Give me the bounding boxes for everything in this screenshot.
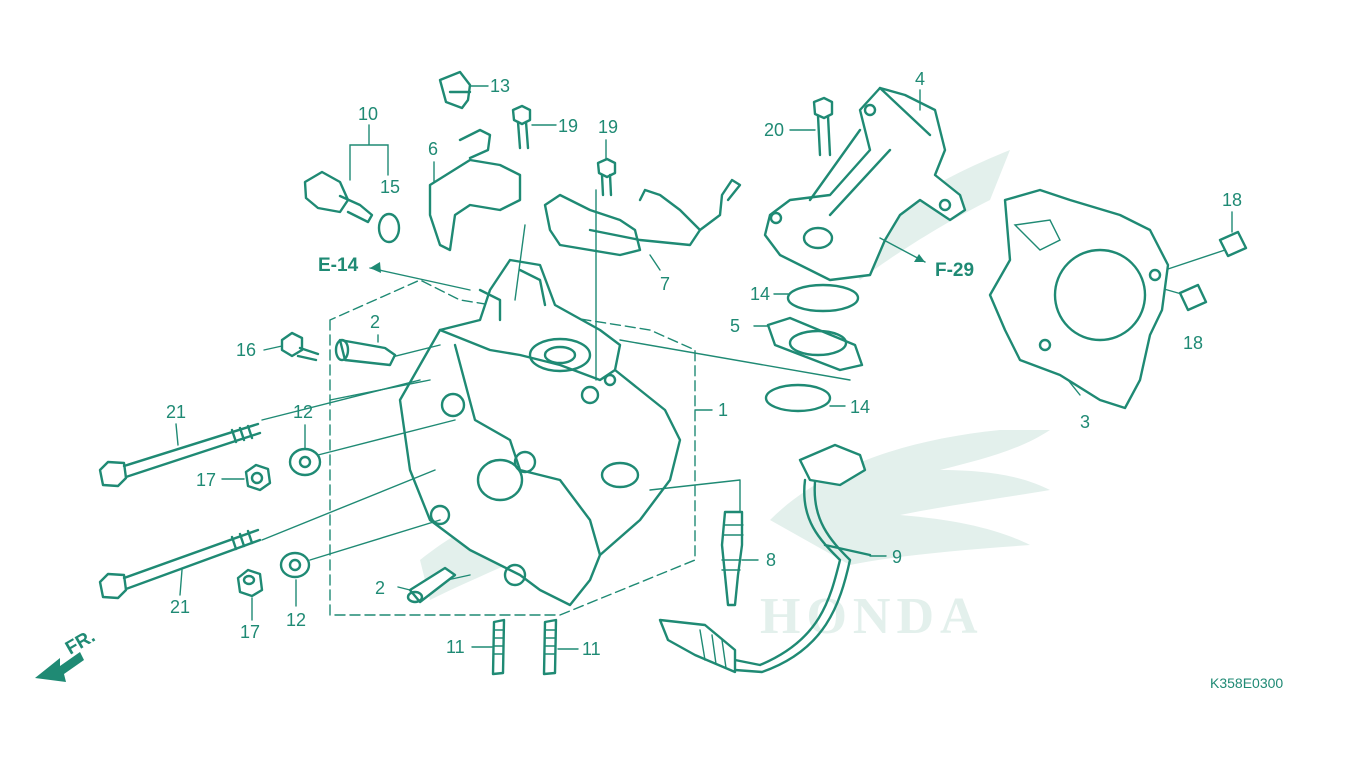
front-direction-arrow: FR. <box>35 626 99 682</box>
callout-15: 15 <box>380 177 400 197</box>
honda-watermark-text: HONDA <box>760 588 984 645</box>
callout-3: 3 <box>1080 412 1090 432</box>
callout-8: 8 <box>766 550 776 570</box>
callout-16: 16 <box>236 340 256 360</box>
bolt-19-left <box>511 104 532 150</box>
dowel-18-lower <box>1178 283 1208 312</box>
bracket-6 <box>428 128 522 252</box>
reference-f29-label: F-29 <box>935 260 974 281</box>
callout-2-lower: 2 <box>375 578 385 598</box>
cylinder-head <box>398 258 682 607</box>
temperature-sensor-9 <box>658 443 872 674</box>
callout-9: 9 <box>892 547 902 567</box>
washer-upper <box>288 447 322 477</box>
washer-lower <box>279 551 311 579</box>
callout-labels: 1 2 2 3 4 5 6 7 8 9 10 11 11 12 12 13 14… <box>166 69 1242 659</box>
callout-5: 5 <box>730 316 740 336</box>
callout-11-left: 11 <box>446 637 465 657</box>
callout-12-lower: 12 <box>286 610 306 630</box>
dowel-18-upper <box>1218 230 1248 258</box>
reference-f29[interactable]: F-29 <box>879 237 974 281</box>
stud-11-right <box>542 618 558 676</box>
callout-6: 6 <box>428 139 438 159</box>
stud-bolt-lower <box>98 528 262 600</box>
dowel-pin-lower <box>406 566 457 604</box>
bolt-20 <box>812 96 834 157</box>
callout-17-upper: 17 <box>196 470 216 490</box>
callout-21-upper: 21 <box>166 402 186 422</box>
spark-plug-8 <box>720 510 744 607</box>
callout-21-lower: 21 <box>170 597 190 617</box>
callout-11-right: 11 <box>582 639 601 659</box>
callout-19-left: 19 <box>558 116 578 136</box>
callout-14-upper: 14 <box>750 284 770 304</box>
nut-lower <box>236 568 264 598</box>
callout-10: 10 <box>358 104 378 124</box>
callout-1: 1 <box>718 400 728 420</box>
callout-7: 7 <box>660 274 670 294</box>
o-ring-14-upper <box>786 283 860 313</box>
callout-18-lower: 18 <box>1183 333 1203 353</box>
sensor-10 <box>303 170 374 224</box>
gasket-3 <box>988 188 1170 410</box>
diagram-code: K358E0300 <box>1210 675 1283 691</box>
callout-19-right: 19 <box>598 117 618 137</box>
callout-13: 13 <box>490 76 510 96</box>
sensor-13 <box>438 70 472 110</box>
insulator-5 <box>766 316 864 372</box>
callout-18-upper: 18 <box>1222 190 1242 210</box>
stud-bolt-upper <box>98 422 262 488</box>
bolt-16 <box>280 331 320 362</box>
o-ring-14-lower <box>764 383 832 413</box>
wire-bracket-7 <box>543 178 742 257</box>
front-label: FR. <box>62 626 99 659</box>
callout-2-upper: 2 <box>370 312 380 332</box>
stud-11-left <box>491 618 506 676</box>
callout-4: 4 <box>915 69 925 89</box>
callout-20: 20 <box>764 120 784 140</box>
callout-17-lower: 17 <box>240 622 260 642</box>
callout-leaders <box>175 85 1233 650</box>
intake-manifold-4 <box>763 86 967 282</box>
nut-upper <box>244 463 272 492</box>
reference-e14[interactable]: E-14 <box>318 255 471 291</box>
reference-e14-label: E-14 <box>318 255 359 276</box>
callout-14-lower: 14 <box>850 397 870 417</box>
dowel-pin-upper <box>334 338 397 367</box>
o-ring-15 <box>377 212 401 244</box>
bolt-19-right <box>596 157 617 197</box>
callout-12-upper: 12 <box>293 402 313 422</box>
